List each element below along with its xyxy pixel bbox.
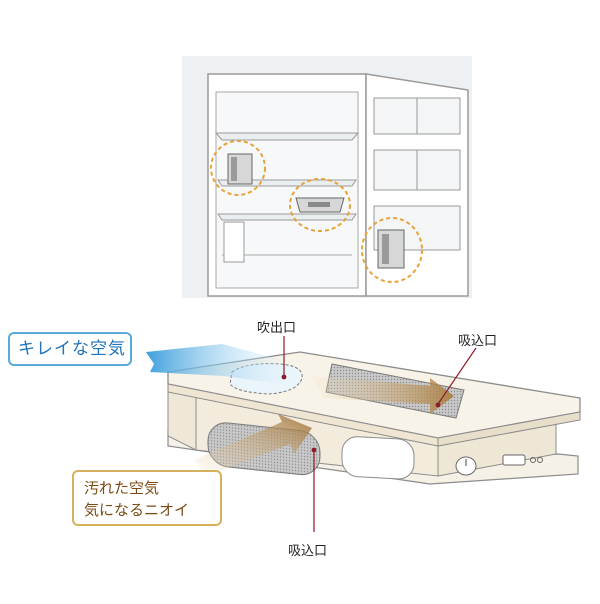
usb-port-icon bbox=[502, 454, 526, 466]
intake-bottom-callout-label: 吸込口 bbox=[288, 544, 328, 559]
device-top-edge-right bbox=[437, 411, 581, 447]
callout-dot-intake-bottom bbox=[311, 447, 317, 453]
dirty-air-text-line2: 気になるニオイ bbox=[84, 501, 190, 519]
deodorizer-device bbox=[146, 336, 581, 532]
clean-air-arrow bbox=[146, 344, 282, 384]
callout-line-intake-top bbox=[437, 347, 477, 405]
highlight-ring-door bbox=[361, 217, 423, 283]
dirty-air-arrow-front bbox=[194, 414, 312, 476]
device-door-side bbox=[382, 234, 389, 264]
clean-air-text: キレイな空気 bbox=[18, 339, 126, 359]
dirty-air-label: 汚れた空気 気になるニオイ bbox=[72, 470, 222, 526]
indicator-led-1 bbox=[530, 457, 536, 463]
dirty-air-arrow-top bbox=[310, 376, 454, 414]
refrigerator-illustration bbox=[182, 56, 472, 298]
callout-dot-outlet bbox=[281, 374, 287, 380]
callout-dot-intake-top bbox=[435, 402, 441, 408]
fridge-shelf-1 bbox=[214, 132, 360, 141]
device-door-mounted bbox=[377, 229, 405, 269]
highlight-ring-wall bbox=[210, 140, 266, 196]
device-shelf-vent bbox=[308, 202, 330, 207]
front-window-right bbox=[341, 436, 415, 480]
device-wall-side bbox=[231, 157, 237, 181]
indicator-led-2 bbox=[537, 457, 543, 463]
fridge-container bbox=[223, 221, 245, 263]
intake-top-callout-label: 吸込口 bbox=[458, 334, 498, 349]
clean-air-label: キレイな空気 bbox=[8, 332, 132, 366]
fridge-shelf-3 bbox=[217, 213, 357, 221]
dirty-air-text-line1: 汚れた空気 bbox=[84, 479, 160, 497]
outlet-callout-label: 吹出口 bbox=[257, 321, 297, 336]
highlight-ring-shelf bbox=[289, 178, 351, 232]
